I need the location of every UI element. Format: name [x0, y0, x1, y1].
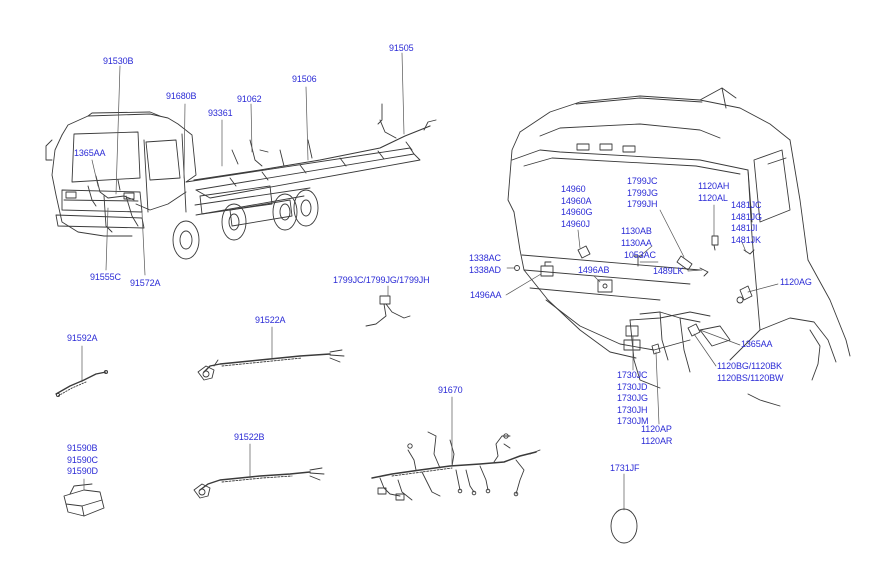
- label-1053AC: 1053AC: [624, 250, 656, 260]
- label-1799-top: 1799JC/1799JG/1799JH: [333, 275, 430, 285]
- label-91522B: 91522B: [234, 432, 265, 442]
- label-1489LK: 1489LK: [653, 266, 684, 276]
- label-91522A: 91522A: [255, 315, 286, 325]
- label-1120AG: 1120AG: [780, 277, 812, 287]
- label-91506: 91506: [292, 74, 317, 84]
- left-leader-lines: [91, 52, 405, 276]
- label-1338: 1338AC 1338AD: [469, 253, 501, 275]
- label-1120BG: 1120BG/1120BK 1120BS/1120BW: [717, 361, 784, 383]
- label-91062: 91062: [237, 94, 262, 104]
- bracket-91590: [63, 478, 105, 517]
- connector-1799-top: [365, 285, 411, 327]
- label-1730: 1730JC 1730JD 1730JG 1730JH 1730JM: [617, 370, 649, 426]
- harness-91522A: [197, 326, 345, 381]
- label-91590: 91590B 91590C 91590D: [67, 443, 98, 476]
- label-1496AB: 1496AB: [578, 265, 610, 275]
- label-14960: 14960 14960A 14960G 14960J: [561, 184, 593, 229]
- label-1365AA-left: 1365AA: [74, 148, 106, 158]
- label-91530B: 91530B: [103, 56, 134, 66]
- label-91505: 91505: [389, 43, 414, 53]
- right-leader-lines: [505, 204, 779, 511]
- label-1799-right: 1799JC 1799JG 1799JH: [627, 176, 658, 209]
- label-91555C: 91555C: [90, 272, 121, 282]
- harness-91522B: [193, 443, 325, 499]
- label-1120AH: 1120AH 1120AL: [698, 181, 730, 203]
- label-91670: 91670: [438, 385, 463, 395]
- label-1120AP: 1120AP 1120AR: [641, 424, 673, 446]
- harness-91670: [371, 396, 541, 501]
- label-1496AA: 1496AA: [470, 290, 502, 300]
- harness-91592A: [55, 345, 109, 398]
- label-91592A: 91592A: [67, 333, 98, 343]
- label-1365AA-right: 1365AA: [741, 339, 773, 349]
- grommet-1731JF: [610, 508, 638, 544]
- label-1481: 1481JC 1481JG 1481JI 1481JK: [731, 200, 762, 245]
- label-1731JF: 1731JF: [610, 463, 640, 473]
- cab-front-illustration: [507, 87, 851, 407]
- label-91680B: 91680B: [166, 91, 197, 101]
- label-1130: 1130AB 1130AA: [621, 226, 652, 248]
- truck-chassis-illustration: [45, 103, 437, 260]
- label-91572A: 91572A: [130, 278, 161, 288]
- label-93361: 93361: [208, 108, 233, 118]
